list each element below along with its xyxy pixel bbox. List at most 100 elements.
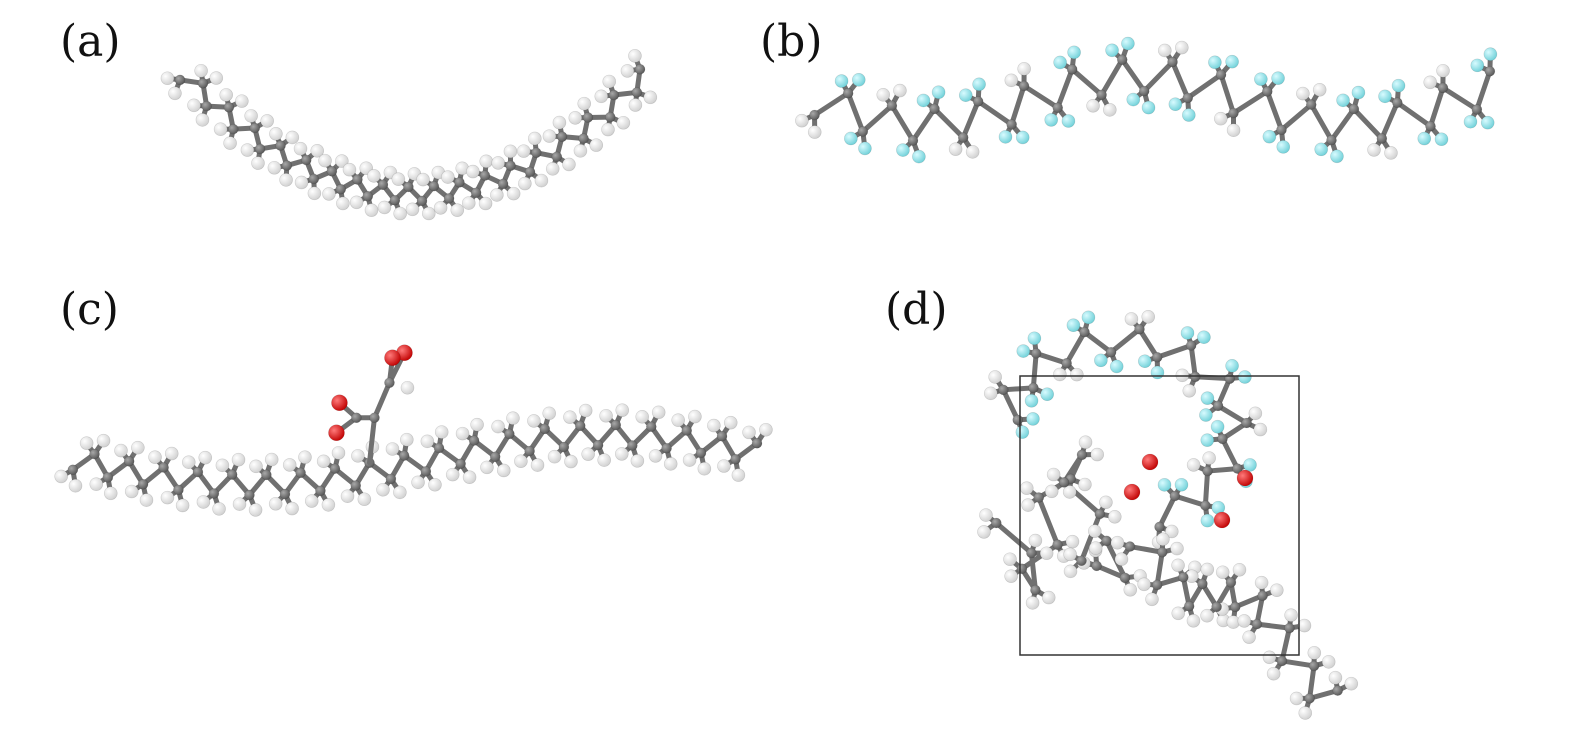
hydrogen-atom (240, 143, 255, 157)
hydrogen-atom (682, 453, 697, 467)
carbon-atom (158, 462, 169, 473)
carbon-atom (350, 480, 362, 491)
hydrogen-atom (651, 405, 666, 420)
hydrogen-atom (723, 415, 738, 430)
carbon-atom (1305, 99, 1317, 110)
hydrogen-atom (620, 64, 635, 78)
hydrogen-atom (717, 459, 731, 473)
hydrogen-atom (601, 122, 615, 137)
fluorine-atom (1200, 391, 1215, 405)
hydrogen-atom (209, 71, 224, 85)
hydrogen-atom (1004, 73, 1019, 88)
fluorine-atom (1197, 330, 1211, 344)
hydrogen-atom (530, 458, 545, 472)
hydrogen-atom (1090, 447, 1105, 462)
carbon-atom (1212, 400, 1224, 412)
carbon-atom (1437, 82, 1449, 94)
fluorine-atom (1027, 331, 1042, 346)
hydrogen-atom (1123, 582, 1138, 597)
bond (371, 380, 392, 421)
carbon-atom (479, 170, 491, 181)
hydrogen-atom (367, 169, 381, 183)
fluorine-atom (1053, 55, 1067, 70)
hydrogen-atom (688, 409, 702, 424)
fluorine-atom (1200, 513, 1215, 528)
fluorine-atom (1168, 97, 1183, 112)
hydrogen-atom (96, 433, 111, 448)
fluorine-atom (858, 141, 872, 156)
hydrogen-atom (1070, 367, 1084, 382)
fluorine-atom (1254, 72, 1268, 86)
hydrogen-atom (1284, 608, 1298, 622)
hydrogen-atom (433, 201, 448, 215)
molecule-c (54, 344, 773, 517)
hydrogen-atom (79, 436, 94, 450)
hydrogen-atom (564, 454, 578, 469)
carbon-atom (173, 484, 184, 496)
molecule-d (977, 309, 1359, 720)
fluorine-atom (1314, 142, 1328, 157)
oxygen-atom (328, 424, 345, 442)
fluorine-atom (1470, 58, 1485, 73)
carbon-atom (1094, 508, 1106, 520)
bond (1428, 85, 1446, 129)
hydrogen-atom (1175, 40, 1189, 55)
oxygen-atom (1213, 511, 1231, 529)
hydrogen-atom (1141, 309, 1156, 324)
carbon-atom (295, 467, 306, 479)
hydrogen-atom (124, 484, 139, 499)
bond (1188, 343, 1198, 380)
carbon-atom (384, 377, 395, 389)
carbon-atom (1030, 348, 1042, 359)
hydrogen-atom (563, 410, 577, 424)
carbon-atom (1058, 477, 1070, 488)
hydrogen-atom (470, 417, 484, 432)
fluorine-atom (1336, 93, 1350, 108)
fluorine-atom (834, 74, 849, 88)
hydrogen-atom (168, 86, 182, 101)
hydrogen-atom (697, 461, 712, 476)
bond (1033, 350, 1070, 366)
bond (1064, 329, 1088, 366)
hydrogen-atom (223, 136, 237, 150)
hydrogen-atom (357, 492, 372, 507)
panel-label-a: (a) (60, 16, 121, 67)
oxygen-atom (1236, 469, 1254, 487)
carbon-atom (1012, 414, 1024, 426)
carbon-atom (1262, 86, 1273, 97)
hydrogen-atom (267, 160, 282, 175)
bond (860, 103, 895, 134)
bond (1119, 57, 1147, 94)
hydrogen-atom (279, 173, 293, 187)
hydrogen-atom (1063, 547, 1077, 562)
hydrogen-atom (977, 525, 991, 539)
hydrogen-atom (1307, 646, 1322, 660)
hydrogen-atom (503, 144, 518, 159)
carbon-atom (308, 173, 320, 185)
carbon-atom (1326, 134, 1337, 146)
fluorine-atom (1016, 344, 1031, 358)
bond (1000, 385, 1036, 393)
hydrogen-atom (298, 450, 312, 465)
hydrogen-atom (1046, 467, 1061, 482)
hydrogen-atom (364, 203, 379, 217)
carbon-atom (208, 488, 220, 499)
carbon-atom (1251, 618, 1263, 630)
fluorine-atom (1391, 78, 1406, 93)
fluorine-atom (1434, 132, 1449, 147)
bond (1202, 468, 1211, 509)
hydrogen-atom (231, 452, 246, 467)
hydrogen-atom (164, 446, 179, 461)
hydrogen-atom (1063, 564, 1078, 579)
hydrogen-atom (1186, 458, 1201, 472)
fluorine-atom (1463, 114, 1478, 129)
fluorine-atom (1061, 114, 1076, 128)
hydrogen-atom (160, 490, 175, 505)
carbon-atom (1257, 590, 1268, 601)
carbon-atom (335, 183, 347, 195)
carbon-atom (1079, 326, 1090, 338)
fluorine-atom (1026, 412, 1040, 426)
hydrogen-atom (285, 130, 300, 145)
carbon-atom (1052, 102, 1064, 113)
bond (1279, 658, 1317, 669)
